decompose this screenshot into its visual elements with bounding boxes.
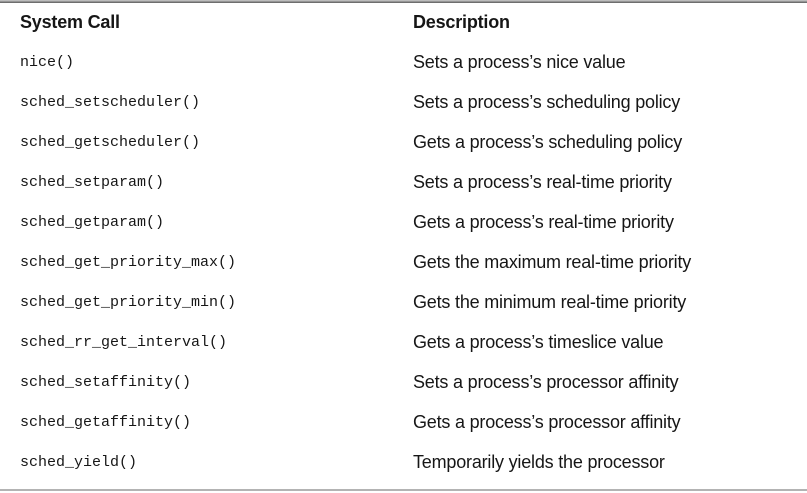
table-body: nice() Sets a process’s nice value sched…	[0, 42, 807, 482]
system-call-cell: sched_getscheduler()	[20, 133, 201, 151]
column-header-description: Description	[413, 12, 510, 32]
system-call-cell: sched_setscheduler()	[20, 93, 201, 111]
table-top-rule	[0, 0, 807, 3]
description-cell: Sets a process’s real-time priority	[413, 171, 672, 192]
description-cell: Gets the maximum real-time priority	[413, 251, 692, 272]
table-row: sched_getparam() Gets a process’s real-t…	[0, 202, 807, 242]
description-cell: Sets a process’s nice value	[413, 51, 626, 72]
description-cell: Temporarily yields the processor	[413, 451, 665, 472]
description-cell: Gets a process’s timeslice value	[413, 331, 664, 352]
description-cell: Gets a process’s real-time priority	[413, 211, 674, 232]
system-call-cell: nice()	[20, 53, 75, 71]
description-cell: Gets a process’s scheduling policy	[413, 131, 683, 152]
system-call-cell: sched_getparam()	[20, 213, 165, 231]
system-call-cell: sched_yield()	[20, 453, 138, 471]
description-cell: Sets a process’s processor affinity	[413, 371, 679, 392]
system-call-cell: sched_getaffinity()	[20, 413, 192, 431]
column-header-system-call: System Call	[20, 12, 120, 32]
table-row: sched_getaffinity() Gets a process’s pro…	[0, 402, 807, 442]
system-call-cell: sched_rr_get_interval()	[20, 333, 228, 351]
table-row: sched_get_priority_min() Gets the minimu…	[0, 282, 807, 322]
table-row: sched_get_priority_max() Gets the maximu…	[0, 242, 807, 282]
system-call-cell: sched_setaffinity()	[20, 373, 192, 391]
system-call-cell: sched_get_priority_min()	[20, 293, 237, 311]
table-row: sched_getscheduler() Gets a process’s sc…	[0, 122, 807, 162]
description-cell: Gets the minimum real-time priority	[413, 291, 687, 312]
system-call-cell: sched_setparam()	[20, 173, 165, 191]
table-bottom-rule	[0, 489, 807, 491]
description-cell: Gets a process’s processor affinity	[413, 411, 681, 432]
table-row: sched_setparam() Sets a process’s real-t…	[0, 162, 807, 202]
table-row: sched_rr_get_interval() Gets a process’s…	[0, 322, 807, 362]
table-row: sched_yield() Temporarily yields the pro…	[0, 442, 807, 482]
table-row: sched_setaffinity() Sets a process’s pro…	[0, 362, 807, 402]
system-call-cell: sched_get_priority_max()	[20, 253, 237, 271]
table-row: nice() Sets a process’s nice value	[0, 42, 807, 82]
table-row: sched_setscheduler() Sets a process’s sc…	[0, 82, 807, 122]
description-cell: Sets a process’s scheduling policy	[413, 91, 681, 112]
table-header-row: System Call Description	[0, 3, 807, 42]
